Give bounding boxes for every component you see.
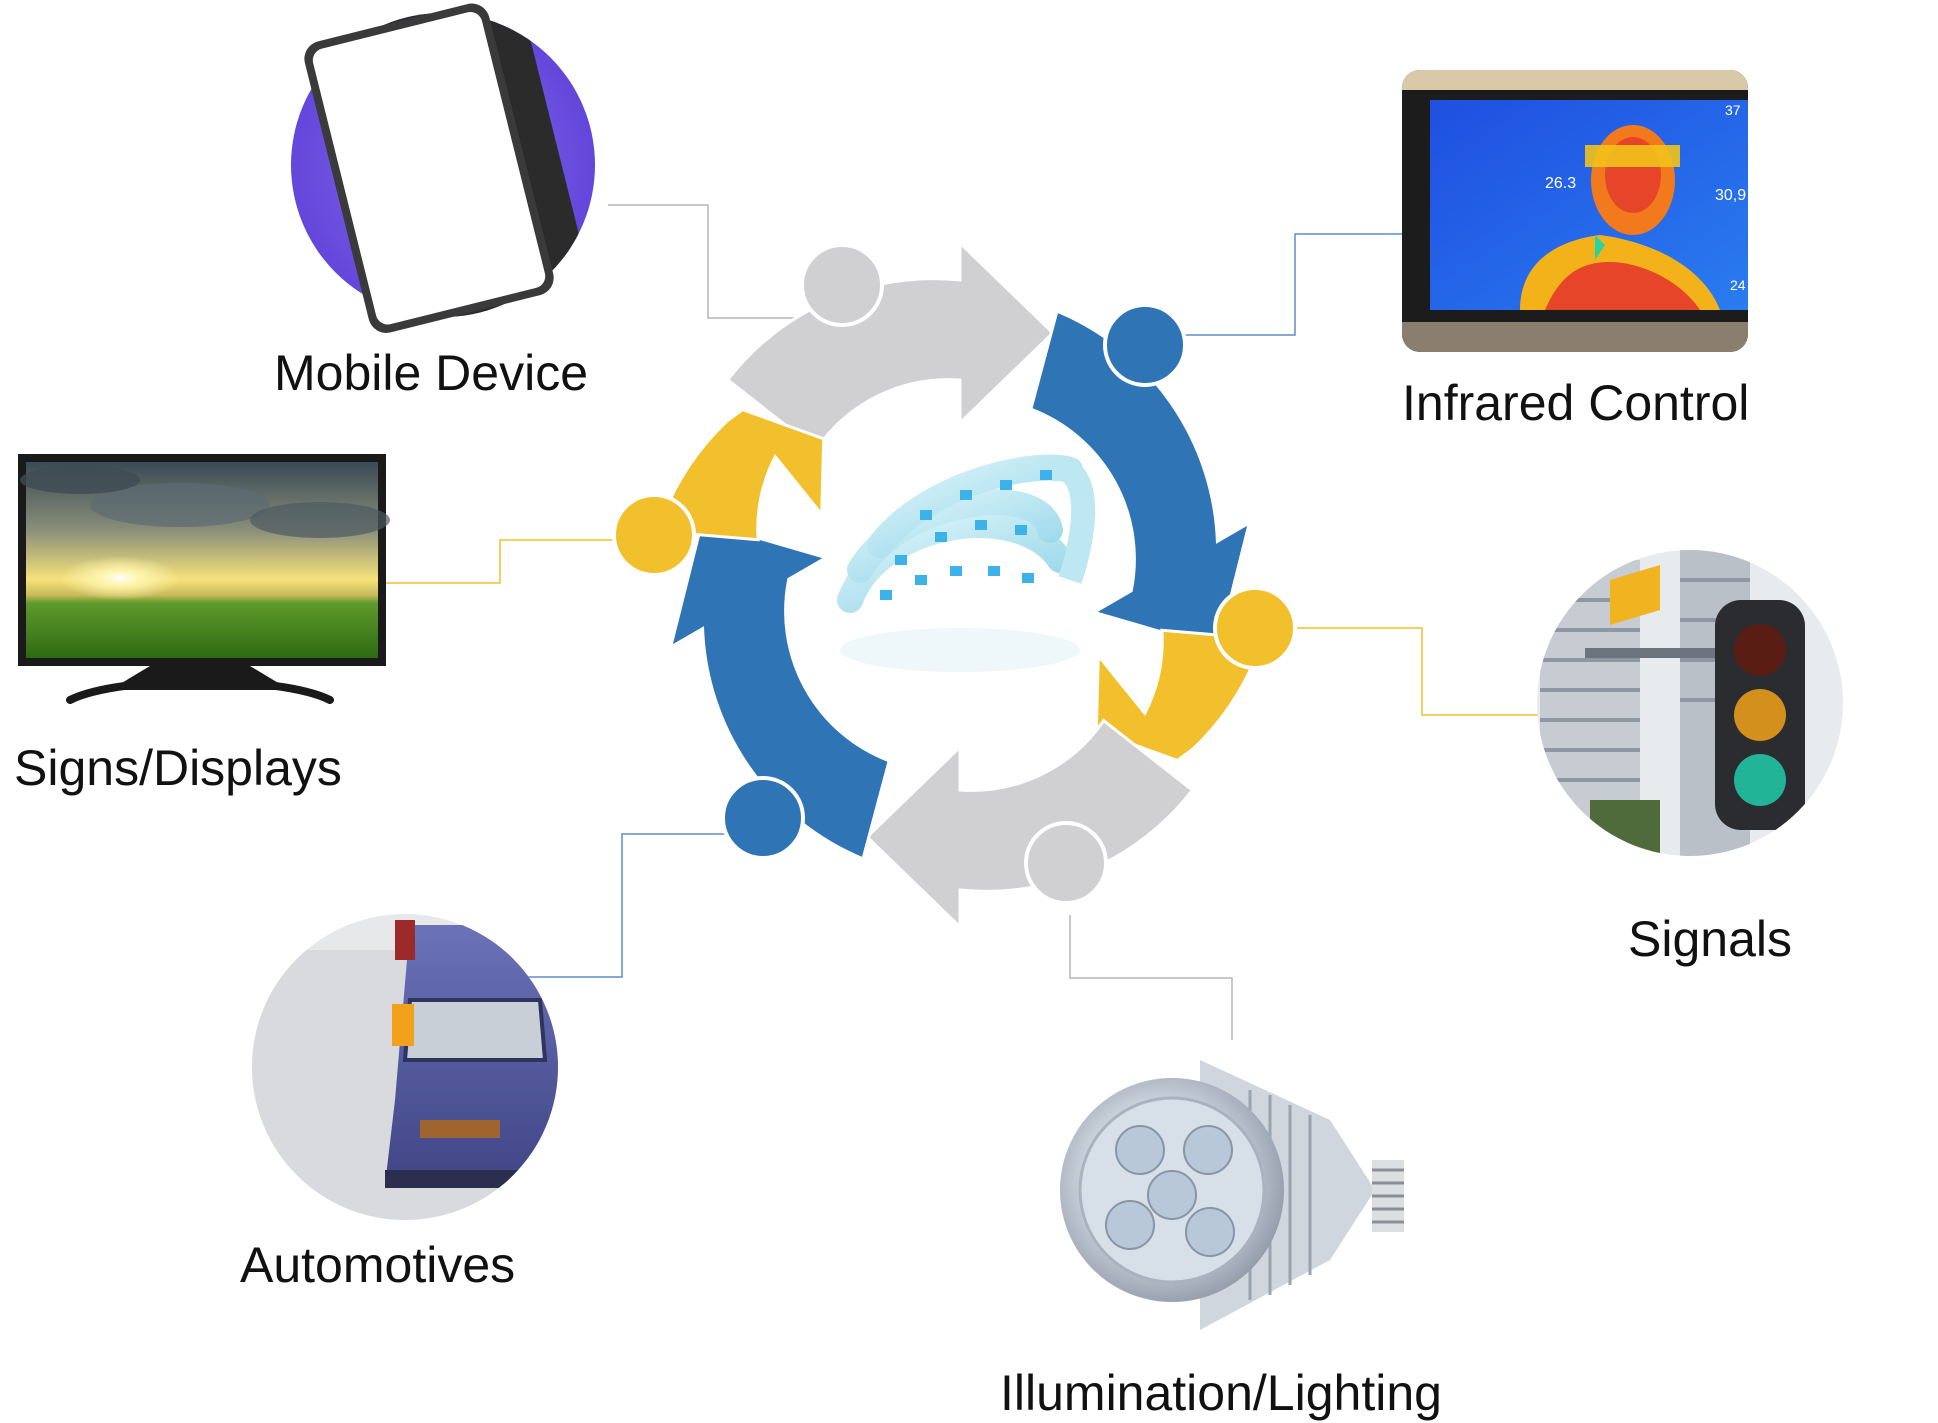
car-headlight-image <box>252 914 558 1220</box>
connector-illumination <box>1069 915 1233 1040</box>
cycle-arrow-gray-bottom <box>864 718 1195 931</box>
label-illumination-lighting: Illumination/Lighting <box>1000 1365 1442 1421</box>
node-yellow-right <box>1213 586 1297 670</box>
cycle-arrow-gray-top <box>725 239 1056 452</box>
connector-mobile-device <box>608 204 810 319</box>
svg-text:30,9: 30,9 <box>1715 187 1746 204</box>
cycle-arrow-yellow-lower-right <box>1094 628 1265 777</box>
cycle-nodes <box>612 243 1297 905</box>
connector-automotives <box>520 833 726 978</box>
connector-lines <box>386 204 1545 1040</box>
svg-text:37: 37 <box>1725 102 1741 118</box>
label-infrared-control: Infrared Control <box>1402 375 1750 431</box>
label-mobile-device: Mobile Device <box>274 345 589 401</box>
flat-screen-tv-image <box>18 454 390 704</box>
smartphone-image <box>291 3 595 333</box>
node-blue-top-right <box>1103 303 1187 387</box>
cycle-ring <box>655 239 1265 931</box>
label-signs-displays: Signs/Displays <box>14 740 342 796</box>
connector-signs-displays <box>386 539 615 584</box>
node-blue-bottom-left <box>721 776 805 860</box>
svg-text:26.3: 26.3 <box>1545 175 1576 192</box>
label-signals: Signals <box>1628 911 1792 967</box>
led-spotlight-bulb-image <box>1060 1060 1404 1330</box>
label-automotives: Automotives <box>240 1237 516 1293</box>
connector-signals <box>1296 627 1545 716</box>
cycle-arrow-yellow-upper-left <box>655 393 826 542</box>
traffic-light-image <box>1537 550 1843 856</box>
connector-infrared-control <box>1185 233 1402 336</box>
node-gray-bottom <box>1024 821 1108 905</box>
thermal-display-image: 26.3 30,9 37 24 <box>1402 70 1748 352</box>
svg-text:24: 24 <box>1730 277 1746 293</box>
node-gray-top <box>800 243 884 327</box>
led-strip-image <box>837 454 1096 672</box>
node-yellow-left <box>612 493 696 577</box>
